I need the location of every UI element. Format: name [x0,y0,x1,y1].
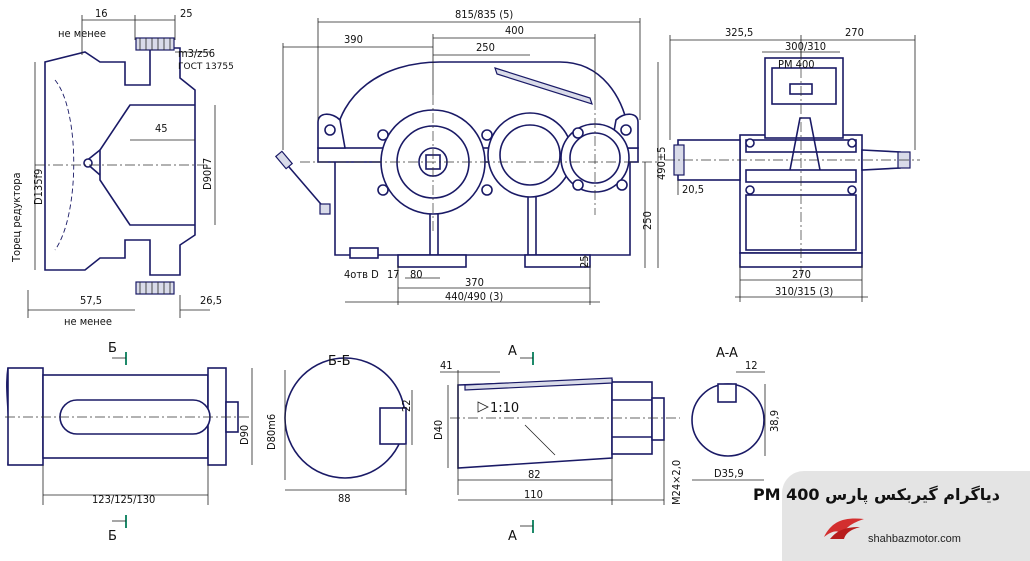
dim-shaft-length: 123/125/130 [92,493,155,506]
dim-45: 45 [155,122,168,135]
dim-325-5: 325,5 [725,26,753,39]
section-bb: Б-Б D80m6 22 88 [265,354,413,505]
dim-20-5: 20,5 [682,183,704,196]
dim-12: 12 [745,359,758,372]
dim-25: 25 [180,7,193,20]
side-view: PM 400 325,5 270 300/310 20,5 270 310/31 [665,26,920,302]
dim-88: 88 [338,492,351,505]
dim-400: 400 [505,24,524,37]
label-reducer-face: Торец редуктора [10,172,23,263]
dim-d135f9: D135f9 [32,169,45,205]
section-aa-title: A-A [716,346,738,361]
dim-d90-shaft: D90 [238,425,251,445]
dim-390: 390 [344,33,363,46]
dim-370: 370 [465,276,484,289]
dim-overall-length: 815/835 (5) [455,8,513,21]
dim-57-5: 57,5 [80,294,102,307]
dim-d80m6: D80m6 [265,414,278,450]
label-not-less-bottom: не менее [64,315,112,328]
dim-82: 82 [528,468,541,481]
input-shaft: A A 41 D40 1:10 82 110 M24×2,0 [432,344,683,544]
dim-300-310: 300/310 [785,40,826,53]
side-plate-title: PM 400 [778,58,815,71]
dim-16: 16 [95,7,108,20]
dim-270-top: 270 [845,26,864,39]
brand-logo-icon [824,518,864,539]
dim-41: 41 [440,359,453,372]
dim-250: 250 [476,41,495,54]
label-holes: 4отв D [344,268,379,281]
section-mark-a-bottom: A [508,529,517,544]
section-mark-b-top: Б [108,341,117,356]
dim-80: 80 [410,268,423,281]
dim-26-5: 26,5 [200,294,222,307]
dim-d90f7: D90F7 [201,158,214,190]
section-mark-a-top: A [508,344,517,359]
gost-standard: ГОСТ 13755 [178,62,234,72]
dim-d35-9: D35,9 [714,467,744,480]
dim-25-front: 25 [578,255,591,268]
dim-22: 22 [400,399,413,412]
section-aa: A-A 12 38,9 D35,9 [691,346,781,481]
dim-side-base: 310/315 (3) [775,285,833,298]
dim-270-bottom: 270 [792,268,811,281]
dim-17: 17 [387,268,400,281]
front-view: 815/835 (5) 400 390 250 490±5 250 25 4от… [274,8,668,305]
label-not-less-top: не менее [58,27,106,40]
dim-height-250: 250 [641,211,654,230]
caption-title: دیاگرام گیربکس پارس PM 400 [752,485,1000,504]
coupling-detail: 16 25 не менее m3/z56 ГОСТ 13755 45 D90F… [10,7,234,328]
section-mark-b-bottom: Б [108,529,117,544]
dim-d40: D40 [432,420,445,440]
website-link[interactable]: shahbazmotor.com [868,533,961,545]
section-bb-title: Б-Б [328,354,351,369]
caption-box: دیاگرام گیربکس پارس PM 400 shahbazmotor.… [753,471,1030,561]
dim-110: 110 [524,488,543,501]
dim-height-490: 490±5 [655,147,668,180]
dim-base-440: 440/490 (3) [445,290,503,303]
dim-38-9: 38,9 [768,410,781,432]
dim-thread-m24: M24×2,0 [670,460,683,505]
taper-ratio: 1:10 [490,401,519,416]
thread-spec: m3/z56 [178,47,215,60]
output-shaft: Б Б D90 123/125/130 [5,341,253,544]
